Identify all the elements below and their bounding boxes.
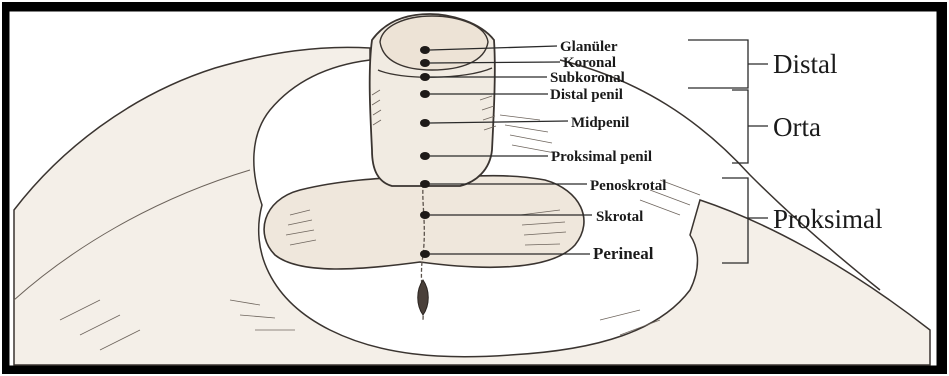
dot-perineal bbox=[420, 250, 430, 258]
label-proksimal-penil: Proksimal penil bbox=[551, 149, 652, 165]
dot-proksimal-penil bbox=[420, 152, 430, 160]
dot-skrotal bbox=[420, 211, 430, 219]
group-label-orta: Orta bbox=[773, 112, 821, 142]
label-distal-penil: Distal penil bbox=[550, 87, 623, 103]
group-label-proksimal: Proksimal bbox=[773, 204, 883, 234]
dot-midpenil bbox=[420, 119, 430, 127]
label-perineal: Perineal bbox=[593, 244, 654, 263]
label-glanuler: Glanüler bbox=[560, 39, 618, 55]
dot-glanuler bbox=[420, 46, 430, 54]
label-midpenil: Midpenil bbox=[571, 115, 629, 131]
dot-distal-penil bbox=[420, 90, 430, 98]
label-skrotal: Skrotal bbox=[596, 209, 643, 225]
label-subkoronal: Subkoronal bbox=[550, 70, 625, 86]
dot-subkoronal bbox=[420, 73, 430, 81]
glans bbox=[380, 16, 488, 70]
dot-penoskrotal bbox=[420, 180, 430, 188]
label-koronal: Koronal bbox=[563, 55, 616, 71]
dot-koronal bbox=[420, 59, 430, 67]
label-penoskrotal: Penoskrotal bbox=[590, 178, 666, 194]
group-label-distal: Distal bbox=[773, 49, 838, 79]
